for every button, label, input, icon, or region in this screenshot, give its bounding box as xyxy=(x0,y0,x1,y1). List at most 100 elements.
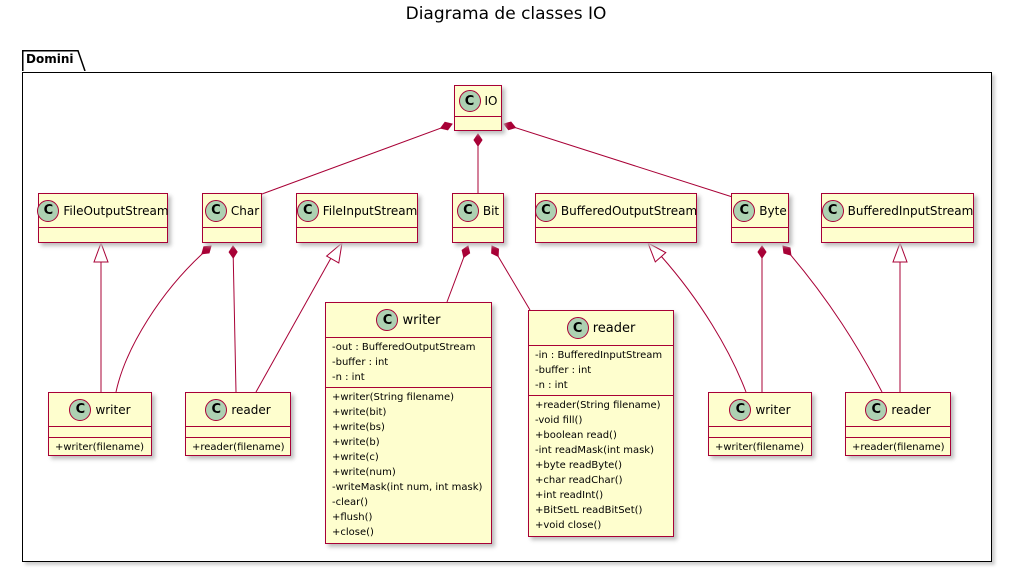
composition-diamond xyxy=(491,245,500,258)
composition-edge-io-char xyxy=(242,123,453,202)
class-icon: C xyxy=(865,398,888,421)
class-header: C FileInputStream xyxy=(296,194,418,228)
methods-section: +reader(String filename) -void fill() +b… xyxy=(529,396,673,535)
attributes-section xyxy=(732,228,788,238)
class-name: BufferedOutputStream xyxy=(560,203,698,218)
class-header: C writer xyxy=(709,393,811,427)
method: +write(bs) xyxy=(332,422,385,433)
attributes-section xyxy=(186,427,290,438)
class-icon: C xyxy=(458,90,481,112)
class-name: writer xyxy=(95,402,131,417)
attribute: -n : int xyxy=(535,380,568,391)
attributes-section xyxy=(297,228,417,238)
inheritance-arrowhead xyxy=(892,241,908,263)
attributes-section xyxy=(709,427,811,438)
class-io[interactable]: C IO xyxy=(454,85,502,131)
class-bit-reader[interactable]: C reader -in : BufferedInputStream -buff… xyxy=(528,310,674,537)
method: +writer(filename) xyxy=(55,442,145,453)
attributes-section: -in : BufferedInputStream -buffer : int … xyxy=(529,346,673,396)
class-char-reader[interactable]: C reader +reader(filename) xyxy=(185,392,291,456)
class-bit-writer[interactable]: C writer -out : BufferedOutputStream -bu… xyxy=(325,302,492,544)
class-file-output-stream[interactable]: C FileOutputStream xyxy=(37,193,169,243)
method: +byte readByte() xyxy=(535,460,623,471)
class-header: C IO xyxy=(455,86,501,117)
composition-edge-byte-byte_reader xyxy=(782,245,883,393)
attributes-section xyxy=(49,427,151,438)
method: +write(c) xyxy=(332,452,379,463)
attributes-section: -out : BufferedOutputStream -buffer : in… xyxy=(326,338,491,388)
inheritance-edge-buffered_output_stream-byte_writer xyxy=(660,255,747,393)
inheritance-arrowhead xyxy=(647,241,667,263)
inheritance-edge-file_input_stream-char_reader xyxy=(255,257,332,393)
methods-section: +writer(filename) xyxy=(709,438,811,457)
method: -clear() xyxy=(332,497,369,508)
class-header: C Byte xyxy=(732,194,788,228)
attributes-section xyxy=(455,117,501,127)
class-header: C Char xyxy=(203,194,261,228)
method: +write(bit) xyxy=(332,407,387,418)
attribute: -in : BufferedInputStream xyxy=(535,350,663,361)
method: +BitSetL readBitSet() xyxy=(535,505,643,516)
composition-edge-io-byte xyxy=(503,123,746,202)
method: +write(b) xyxy=(332,437,380,448)
class-icon: C xyxy=(733,199,756,222)
class-file-input-stream[interactable]: C FileInputStream xyxy=(296,193,418,243)
class-icon: C xyxy=(566,317,589,339)
package-domini xyxy=(22,72,992,562)
attributes-section xyxy=(536,228,696,238)
class-name: Char xyxy=(230,203,260,218)
composition-diamond xyxy=(503,121,517,131)
class-header: C BufferedOutputStream xyxy=(534,194,698,228)
attribute: -buffer : int xyxy=(332,357,389,368)
composition-diamond xyxy=(228,245,238,259)
composition-diamond xyxy=(473,133,483,147)
class-icon: C xyxy=(821,199,844,222)
attribute: -buffer : int xyxy=(535,365,592,376)
class-name: writer xyxy=(402,312,441,328)
method: -int readMask(int mask) xyxy=(535,445,654,456)
class-header: C FileOutputStream xyxy=(37,194,169,228)
methods-section: +reader(filename) xyxy=(846,438,950,457)
composition-edge-char-char_writer xyxy=(115,245,212,393)
methods-section: +writer(String filename) +write(bit) +wr… xyxy=(326,388,491,542)
class-header: C reader xyxy=(846,393,950,427)
package-name: Domini xyxy=(26,52,74,66)
attributes-section xyxy=(39,228,167,238)
class-header: C writer xyxy=(49,393,151,427)
method: +flush() xyxy=(332,512,373,523)
class-name: Bit xyxy=(482,203,500,218)
methods-section: +writer(filename) xyxy=(49,438,151,457)
composition-diamond xyxy=(461,245,471,259)
class-name: FileInputStream xyxy=(322,203,418,218)
class-name: FileOutputStream xyxy=(63,203,169,218)
attribute: -out : BufferedOutputStream xyxy=(332,342,476,353)
class-icon: C xyxy=(296,199,319,222)
class-bit[interactable]: C Bit xyxy=(452,193,504,243)
composition-diamond xyxy=(201,245,212,255)
method: -writeMask(int num, int mask) xyxy=(332,482,483,493)
attributes-section xyxy=(203,228,261,238)
class-char[interactable]: C Char xyxy=(202,193,262,243)
class-name: Byte xyxy=(759,203,787,218)
composition-diamond xyxy=(439,121,453,131)
class-icon: C xyxy=(534,199,557,222)
class-icon: C xyxy=(37,199,60,222)
class-byte-reader[interactable]: C reader +reader(filename) xyxy=(845,392,951,456)
class-char-writer[interactable]: C writer +writer(filename) xyxy=(48,392,152,456)
method: +char readChar() xyxy=(535,475,623,486)
attributes-section xyxy=(822,228,973,238)
class-buffered-input-stream[interactable]: C BufferedInputStream xyxy=(821,193,974,243)
class-icon: C xyxy=(205,398,228,421)
class-byte-writer[interactable]: C writer +writer(filename) xyxy=(708,392,812,456)
class-buffered-output-stream[interactable]: C BufferedOutputStream xyxy=(534,193,698,243)
attribute: -n : int xyxy=(332,372,365,383)
class-name: reader xyxy=(891,402,931,417)
method: +void close() xyxy=(535,520,602,531)
class-byte[interactable]: C Byte xyxy=(731,193,789,243)
method: +close() xyxy=(332,527,374,538)
package-tab xyxy=(22,50,86,71)
class-icon: C xyxy=(204,199,227,222)
class-header: C Bit xyxy=(453,194,503,228)
class-icon: C xyxy=(69,398,92,421)
